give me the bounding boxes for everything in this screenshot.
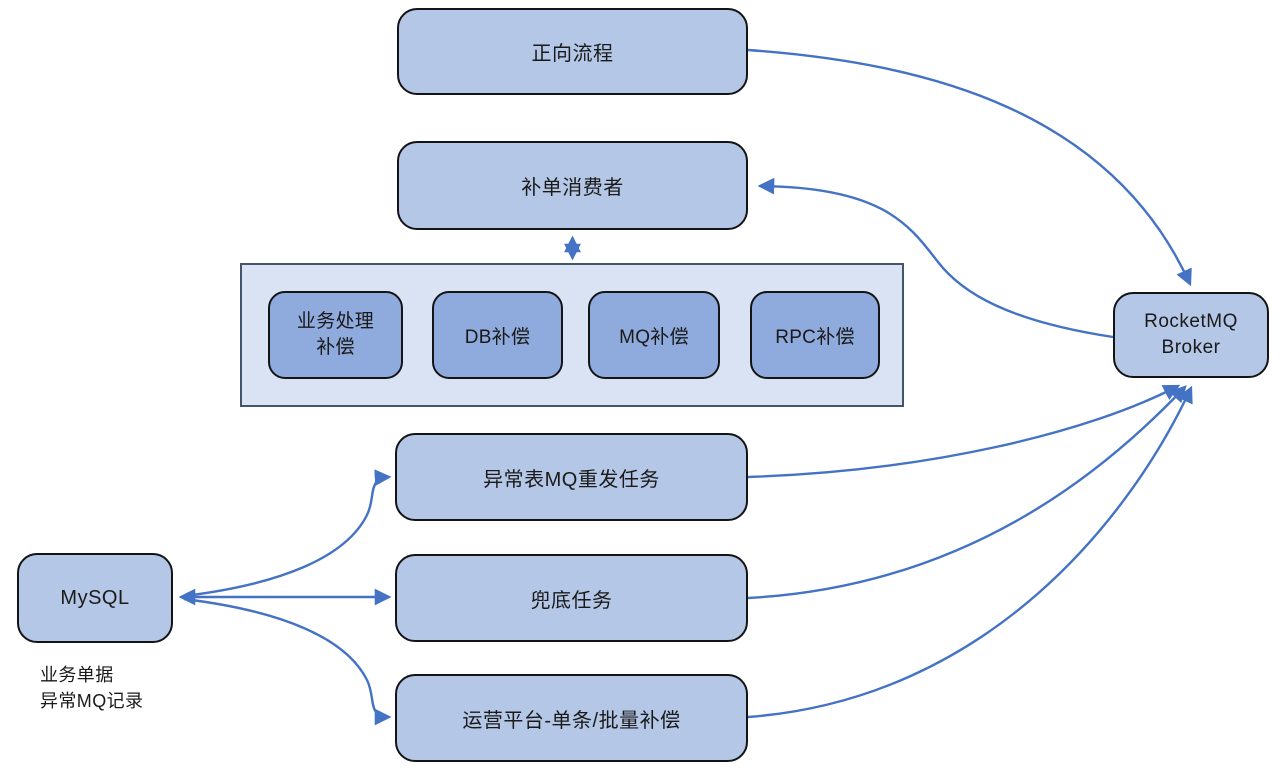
mysql-note-line2: 异常MQ记录 xyxy=(40,691,144,712)
node-mysql-label: MySQL xyxy=(60,586,130,609)
node-rocketmq-broker-line1: RocketMQ xyxy=(1144,311,1238,333)
edge-mysql-to-mq-resend-task xyxy=(183,469,392,598)
edge-ops-platform-to-broker xyxy=(747,385,1193,719)
mysql-note: 业务单据 异常MQ记录 xyxy=(40,662,143,714)
node-db-compensation-label: DB补偿 xyxy=(464,326,531,348)
node-fallback-task-label: 兜底任务 xyxy=(530,589,613,612)
node-biz-compensation: 业务处理 补偿 xyxy=(268,291,403,379)
node-biz-compensation-line2: 补偿 xyxy=(316,337,355,358)
edge-forward-flow-to-broker xyxy=(747,48,1192,287)
node-rpc-compensation-label: RPC补偿 xyxy=(775,326,855,348)
mysql-note-line1: 业务单据 xyxy=(40,665,114,685)
node-forward-flow-label: 正向流程 xyxy=(531,43,614,65)
node-mq-resend-task-label: 异常表MQ重发任务 xyxy=(483,468,660,491)
node-biz-compensation-line1: 业务处理 xyxy=(296,311,375,333)
node-rpc-compensation: RPC补偿 xyxy=(750,291,880,379)
node-order-consumer: 补单消费者 xyxy=(397,141,748,230)
edge-mysql-to-ops-platform xyxy=(183,597,392,726)
node-rocketmq-broker-line2: Broker xyxy=(1161,337,1221,358)
node-fallback-task: 兜底任务 xyxy=(395,554,748,642)
node-rocketmq-broker: RocketMQ Broker xyxy=(1113,292,1269,378)
node-ops-platform: 运营平台-单条/批量补偿 xyxy=(395,674,748,762)
node-mq-compensation-label: MQ补偿 xyxy=(619,326,689,348)
node-mq-resend-task: 异常表MQ重发任务 xyxy=(395,433,748,521)
node-order-consumer-label: 补单消费者 xyxy=(521,177,624,199)
node-mysql: MySQL xyxy=(17,553,173,643)
node-mq-compensation: MQ补偿 xyxy=(588,291,720,379)
edge-fallback-task-to-broker xyxy=(747,385,1187,600)
node-forward-flow: 正向流程 xyxy=(397,8,748,95)
node-ops-platform-label: 运营平台-单条/批量补偿 xyxy=(462,709,681,732)
node-db-compensation: DB补偿 xyxy=(432,291,563,379)
